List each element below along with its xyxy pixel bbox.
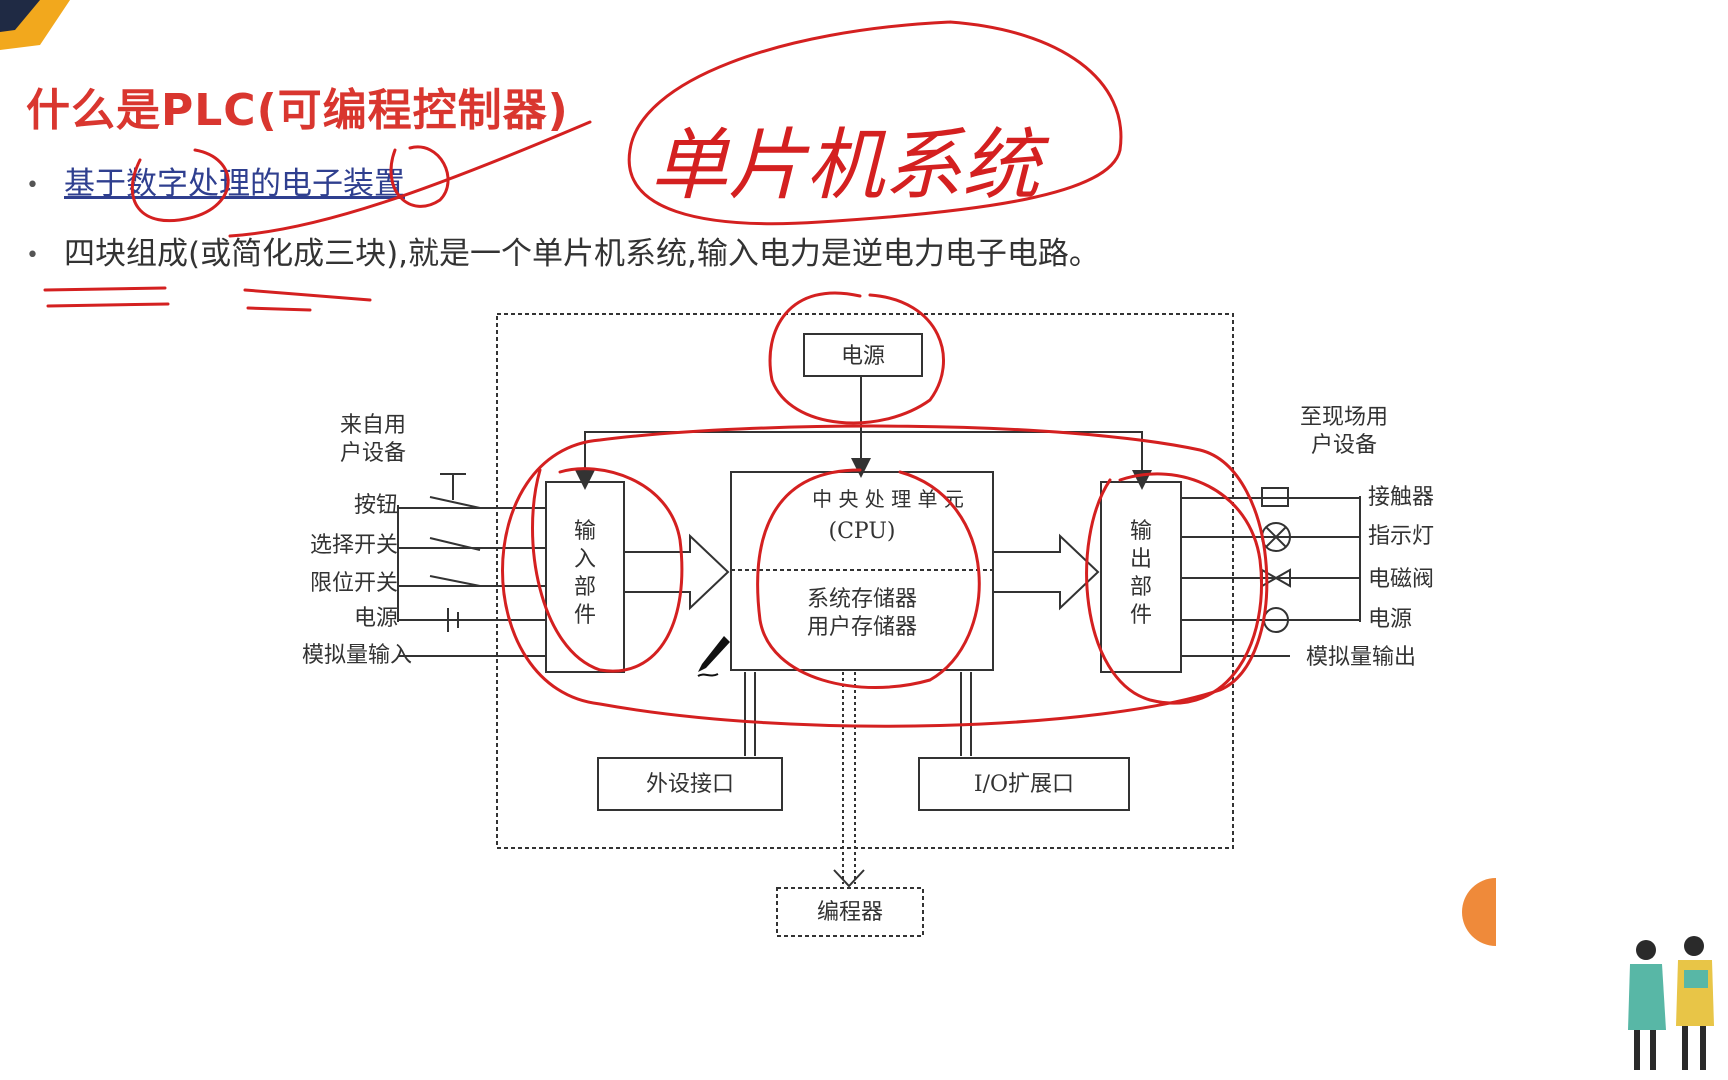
bullet-item: • 四块组成(或简化成三块),就是一个单片机系统,输入电力是逆电力电子电路。 [26,228,1100,273]
input-unit-char: 输 [574,519,596,544]
peripheral-port-label: 外设接口 [646,772,734,797]
output-target-label: 户设备 [1311,433,1377,458]
input-label-button: 按钮 [354,493,398,518]
peripheral-port-box [597,757,783,811]
io-expansion-box [918,757,1130,811]
input-unit-char: 部 [574,575,596,600]
bullet-dot-icon: • [26,173,39,198]
output-unit-char: 出 [1130,547,1152,572]
input-label-limit: 限位开关 [310,571,398,596]
io-expansion-label: I/O扩展口 [974,772,1074,797]
programmer-box [776,887,924,937]
input-label-analog: 模拟量输入 [302,643,412,668]
output-label-power: 电源 [1368,607,1412,632]
output-unit-char: 输 [1130,519,1152,544]
input-label-selector: 选择开关 [310,533,398,558]
bullet-text: 四块组成(或简化成三块),就是一个单片机系统,输入电力是逆电力电子电路。 [64,236,1100,272]
programmer-label: 编程器 [817,900,883,925]
corner-accent-shape [0,0,70,50]
system-memory-label: 系统存储器 [807,587,917,612]
input-unit-char: 入 [574,547,596,572]
output-label-solenoid: 电磁阀 [1368,567,1434,592]
people-illustration-icon [1628,936,1714,1070]
user-memory-label: 用户存储器 [807,615,917,640]
output-target-label: 至现场用 [1300,405,1388,430]
pen-cursor-icon [697,636,730,677]
output-label-indicator: 指示灯 [1368,524,1434,549]
input-unit-char: 件 [574,603,596,628]
bullet-dot-icon: • [26,243,39,268]
power-label: 电源 [841,344,885,369]
input-source-label: 户设备 [340,441,406,466]
output-unit-char: 部 [1130,575,1152,600]
input-source-label: 来自用 [340,413,406,438]
output-unit-char: 件 [1130,603,1152,628]
cpu-title: 中 央 处 理 单 元 [812,487,964,511]
plc-enclosure [496,313,1234,849]
output-label-contactor: 接触器 [1368,485,1434,510]
cpu-abbr: (CPU) [829,519,896,544]
output-label-analog: 模拟量输出 [1306,645,1416,670]
input-label-power: 电源 [354,606,398,631]
